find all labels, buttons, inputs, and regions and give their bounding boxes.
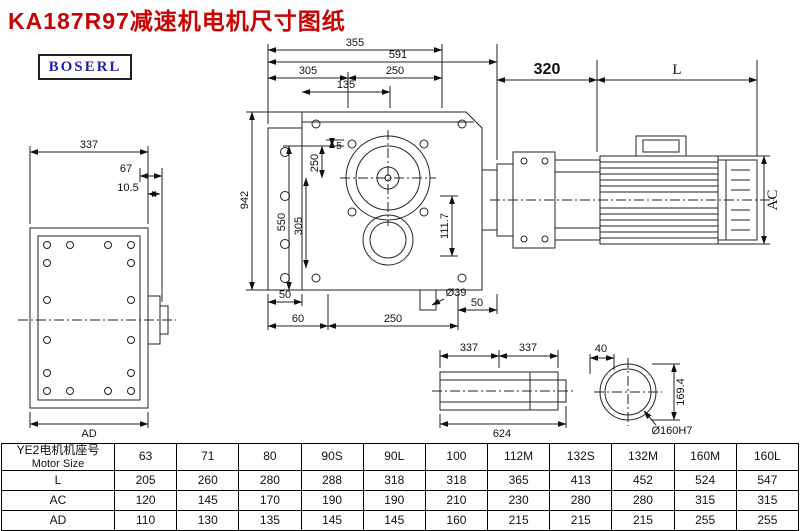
- dim-355: 355: [346, 37, 364, 49]
- table-cell: 318: [424, 470, 489, 491]
- table-cell: 215: [611, 510, 675, 531]
- table-cell: 280: [238, 470, 302, 491]
- dim-169-4: 169.4: [675, 378, 687, 406]
- table-cell: 315: [673, 490, 737, 511]
- mount-plate: [267, 127, 303, 291]
- table-cell: 215: [487, 510, 551, 531]
- table-cell: 210: [424, 490, 489, 511]
- header-cell: 112M: [487, 443, 551, 471]
- dim-111-7: 111.7: [439, 213, 451, 239]
- shaft-detail-labels: 337 337 624: [460, 342, 537, 440]
- dim-50-bottom-right: 50: [471, 297, 483, 309]
- table-cell: 452: [611, 470, 675, 491]
- dim-305-left: 305: [293, 217, 305, 235]
- table-cell: 288: [300, 470, 364, 491]
- dim-ad: AD: [81, 428, 96, 440]
- dim-337-a: 337: [460, 342, 478, 354]
- row-label: L: [1, 470, 115, 491]
- secondary-bore-circle: [362, 214, 414, 266]
- flange-outline: [29, 227, 149, 409]
- table-cell: 130: [176, 510, 240, 531]
- dim-dia-160h7: Ø160H7: [652, 425, 693, 437]
- table-cell: 120: [113, 490, 178, 511]
- dim-5: 5: [336, 141, 342, 152]
- table-cell: 547: [735, 470, 800, 491]
- dim-305-top: 305: [299, 65, 317, 77]
- corner-label-en: Motor Size: [31, 457, 85, 470]
- dim-250-top: 250: [386, 65, 404, 77]
- main-view-labels: 355 591 305 250 135 942 550 305 250 5 11…: [239, 37, 483, 325]
- header-cell: 160M: [673, 443, 737, 471]
- dim-942: 942: [239, 191, 251, 209]
- flange-view: [18, 146, 176, 428]
- header-cell: 90S: [300, 443, 364, 471]
- dim-L: L: [672, 62, 681, 78]
- dim-AC: AC: [765, 190, 781, 211]
- dim-337-b: 337: [519, 342, 537, 354]
- header-cell: 71: [176, 443, 240, 471]
- gearbox-body: [301, 111, 483, 291]
- table-cell: 205: [113, 470, 178, 491]
- header-cell: 63: [113, 443, 178, 471]
- header-cell: 160L: [735, 443, 800, 471]
- table-cell: 318: [362, 470, 426, 491]
- technical-drawing: 337 67 10.5 AD: [18, 37, 781, 440]
- dim-320: 320: [534, 61, 561, 78]
- header-cell: 132S: [549, 443, 613, 471]
- table-cell: 110: [113, 510, 178, 531]
- dim-67: 67: [120, 163, 132, 175]
- bore-detail-labels: 40 169.4 Ø160H7: [595, 343, 693, 437]
- motor-view: [490, 60, 774, 249]
- table-cell: 413: [549, 470, 613, 491]
- boserl-logo-text: BOSERL: [48, 58, 122, 75]
- table-cell: 190: [300, 490, 364, 511]
- table-cell: 280: [611, 490, 675, 511]
- table-row-L: L 205 260 280 288 318 318 365 413 452 52…: [1, 470, 800, 491]
- dim-135: 135: [337, 79, 355, 91]
- table-cell: 170: [238, 490, 302, 511]
- dim-250-bottom: 250: [384, 313, 402, 325]
- motor-size-table: YE2电机机座号 Motor Size 63 71 80 90S 90L 100…: [1, 443, 800, 531]
- shaft-detail-view: [432, 350, 574, 428]
- dim-550: 550: [276, 213, 288, 231]
- dim-337-flange: 337: [80, 139, 98, 151]
- table-header-row: YE2电机机座号 Motor Size 63 71 80 90S 90L 100…: [1, 443, 800, 471]
- table-corner-cell: YE2电机机座号 Motor Size: [1, 443, 115, 471]
- table-cell: 260: [176, 470, 240, 491]
- dim-40: 40: [595, 343, 607, 355]
- dim-60: 60: [292, 313, 304, 325]
- table-cell: 365: [487, 470, 551, 491]
- page-title: KA187R97减速机电机尺寸图纸: [8, 8, 346, 34]
- flange-view-labels: 337 67 10.5 AD: [80, 139, 139, 440]
- corner-label-cn: YE2电机机座号: [16, 443, 100, 458]
- table-cell: 524: [673, 470, 737, 491]
- dim-624: 624: [493, 428, 511, 440]
- motor-view-labels: 320 L AC: [534, 61, 781, 210]
- boserl-logo: BOSERL: [38, 54, 132, 80]
- table-cell: 255: [673, 510, 737, 531]
- header-cell: 90L: [362, 443, 426, 471]
- table-cell: 280: [549, 490, 613, 511]
- dim-50-bottom-left: 50: [279, 289, 291, 301]
- header-cell: 100: [424, 443, 489, 471]
- table-cell: 315: [735, 490, 800, 511]
- header-cell: 80: [238, 443, 302, 471]
- dim-250-left: 250: [309, 154, 321, 172]
- row-label: AC: [1, 490, 115, 511]
- dim-10-5: 10.5: [117, 182, 138, 194]
- table-cell: 230: [487, 490, 551, 511]
- header-cell: 132M: [611, 443, 675, 471]
- bore-detail-view: [589, 354, 680, 426]
- dim-591: 591: [389, 49, 407, 61]
- terminal-box: [635, 135, 687, 157]
- dim-dia-39: Ø39: [446, 287, 467, 299]
- main-view: [246, 44, 498, 330]
- output-shaft-stub: [419, 289, 437, 311]
- table-cell: 190: [362, 490, 426, 511]
- table-cell: 145: [176, 490, 240, 511]
- table-row-AC: AC 120 145 170 190 190 210 230 280 280 3…: [1, 490, 800, 511]
